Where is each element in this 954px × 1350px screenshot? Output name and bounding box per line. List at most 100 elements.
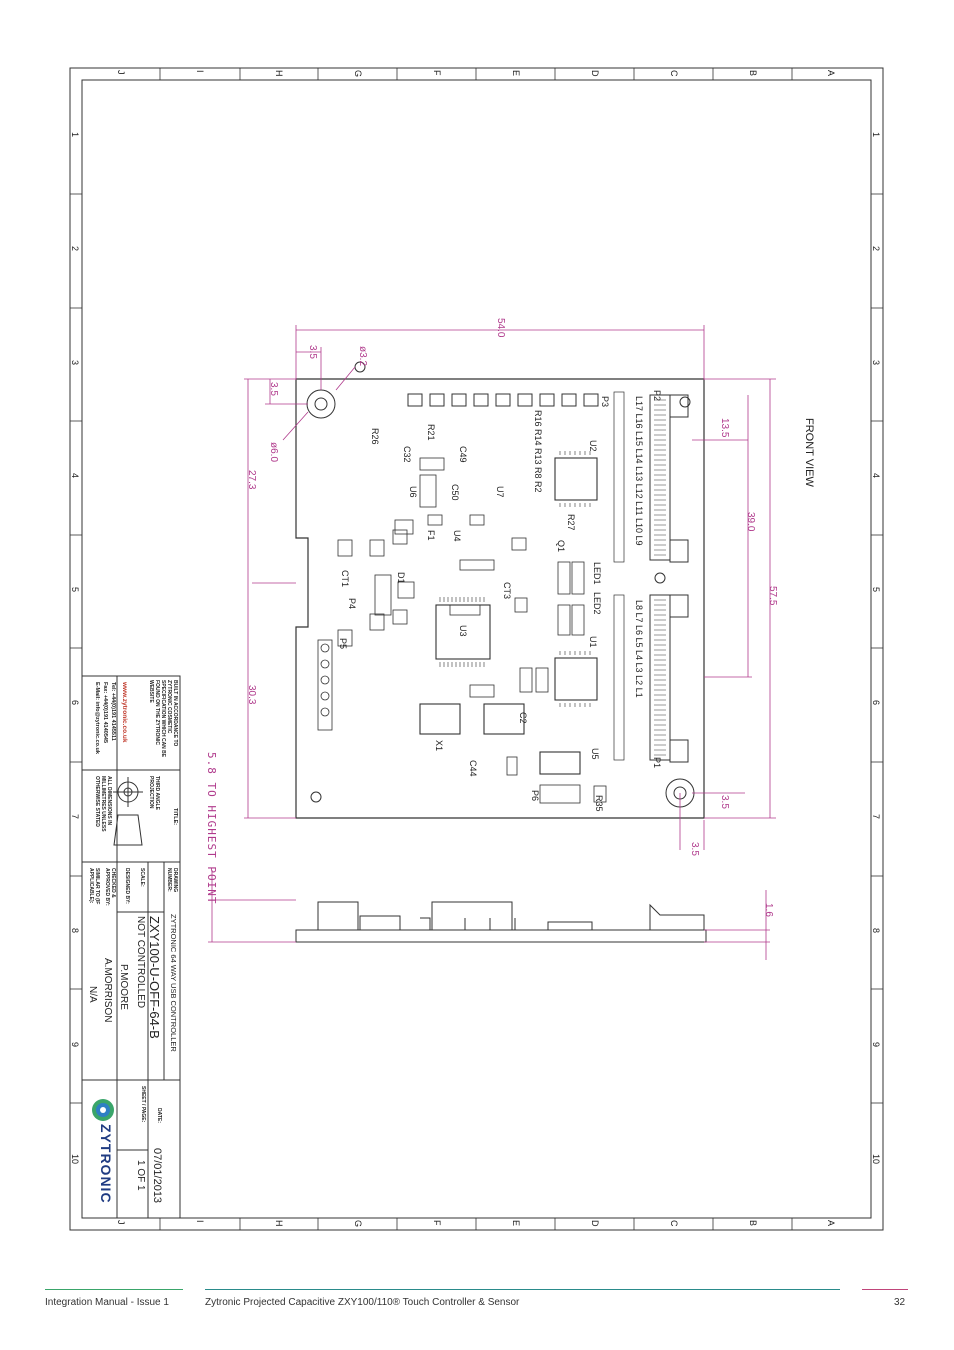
designed-value: P.MOORE <box>118 964 129 1010</box>
drawing-title: ZYTRONIC 64 WAY USB CONTROLLER <box>169 914 178 1052</box>
board-label: P1 <box>652 757 662 769</box>
dimension-value: ø3.2 <box>357 346 368 367</box>
zone-number: 1 <box>871 132 881 138</box>
zone-number: 9 <box>70 1042 80 1048</box>
title-label: TITLE: <box>172 808 178 826</box>
footer-page-number: 32 <box>894 1297 906 1308</box>
projection-label: THIRD ANGLE PROJECTION <box>148 776 160 810</box>
board-label: P4 <box>347 598 357 610</box>
company-logo-text: ZYTRONIC <box>98 1124 114 1204</box>
zone-letter: C <box>669 1220 679 1227</box>
board-label: LED1 <box>592 562 602 585</box>
zone-letter: E <box>511 70 521 77</box>
board-label: R35 <box>594 795 604 812</box>
dimension-value: 1.6 <box>763 903 774 917</box>
zone-number: 3 <box>871 360 881 366</box>
contact-email: E-Mail: info@zytronic.co.uk <box>94 682 100 754</box>
checked-value: A.MORRISON <box>102 958 113 1023</box>
zone-number: 6 <box>70 700 80 706</box>
connector-pins <box>654 399 666 756</box>
scale-label: SCALE: <box>139 868 145 887</box>
zone-letter: G <box>353 1220 363 1228</box>
board-label: Q1 <box>556 540 566 553</box>
dimension-value: 3.5 <box>689 842 700 856</box>
zone-ticks <box>70 68 883 1230</box>
zone-number: 10 <box>70 1154 80 1165</box>
board-label: L17 L16 L15 L14 L13 L12 L11 L10 L9 <box>634 396 644 546</box>
drawing-number-value: ZXY100-U-OFF-64-B <box>147 916 162 1039</box>
zone-letter: I <box>195 1220 205 1223</box>
checked-label: CHECKED & APPROVED BY: <box>104 868 116 906</box>
zone-letter: H <box>274 1220 284 1227</box>
website-link[interactable]: www.zytronic.co.uk <box>121 682 128 743</box>
zone-letter: F <box>432 1220 442 1226</box>
zone-number: 1 <box>70 132 80 138</box>
contact-fax: Fax: +44(0)191 4140545 <box>102 682 108 744</box>
board-label: P2 <box>652 390 662 402</box>
dimension-value: 39.0 <box>745 512 756 532</box>
zone-number: 7 <box>871 814 881 820</box>
board-label: R26 <box>370 428 380 445</box>
scale-value: NOT CONTROLLED <box>135 916 146 1009</box>
footer-rule-left <box>45 1289 183 1290</box>
board-label: U5 <box>590 748 600 760</box>
p3-pads <box>407 393 599 407</box>
zone-letter: D <box>590 1220 600 1227</box>
zone-letter: C <box>669 70 679 77</box>
board-label: C32 <box>402 446 412 463</box>
board-label: LED2 <box>592 592 602 615</box>
view-label: FRONT VIEW <box>803 418 815 487</box>
dimension-value: ø6.0 <box>268 442 279 463</box>
board-label: R21 <box>426 424 436 441</box>
zone-number: 10 <box>871 1154 881 1165</box>
dimension-value: 30.3 <box>246 685 257 705</box>
units-note: ALL DIMENSIONS IN MILLIMETRES UNLESS OTH… <box>94 776 112 832</box>
board-label: C2 <box>518 712 528 724</box>
dimension-value: 57.5 <box>767 586 778 606</box>
zone-number: 8 <box>70 928 80 934</box>
sheet-inner-frame <box>81 79 872 1219</box>
board-label: U2 <box>588 440 598 452</box>
small-components <box>317 457 607 804</box>
board-label: C49 <box>458 446 468 463</box>
zone-letter: D <box>590 70 600 77</box>
dimension-value: 13.5 <box>719 418 730 438</box>
dimension-value: 3.5 <box>719 795 730 809</box>
board-label: L8 L7 L6 L5 L4 L3 L2 L1 <box>634 600 644 698</box>
date-value: 07/01/2013 <box>151 1148 163 1204</box>
projection-symbol <box>113 777 143 846</box>
zone-number: 4 <box>871 473 881 479</box>
sheet-frame <box>69 67 884 1231</box>
board-label: D1 <box>396 572 406 584</box>
zone-number: 9 <box>871 1042 881 1048</box>
board-label: P6 <box>530 790 540 802</box>
board-label: R16 R14 R13 R8 R2 <box>533 410 543 493</box>
board-label: U1 <box>588 636 598 648</box>
zone-letter: A <box>826 70 836 77</box>
dimension-value: 3.5 <box>307 345 318 359</box>
zone-letter: J <box>116 1220 126 1225</box>
dimension-value: 54.0 <box>495 318 506 338</box>
title-block-frame <box>81 675 181 1219</box>
similar-label: SIMILAR TO (IF APPLICABLE): <box>88 868 100 905</box>
sheet-label: SHEET / PAGE: <box>140 1086 146 1123</box>
zone-letter: F <box>432 70 442 76</box>
zone-number: 2 <box>871 246 881 252</box>
inductor-strips <box>613 391 625 761</box>
zone-number: 2 <box>70 246 80 252</box>
drawing-number-label: DRAWING NUMBER: <box>166 868 178 893</box>
footer-product-title: Zytronic Projected Capacitive ZXY100/110… <box>205 1297 520 1308</box>
board-label: CT3 <box>502 582 512 600</box>
dimension-value: 27.3 <box>246 470 257 490</box>
zone-letter: B <box>748 70 758 77</box>
board-label: P3 <box>600 396 610 408</box>
zone-letter: G <box>353 70 363 78</box>
footer-doc-title: Integration Manual - Issue 1 <box>45 1297 169 1308</box>
side-note: 5.8 TO HIGHEST POINT <box>205 752 218 905</box>
zone-number: 3 <box>70 360 80 366</box>
pcb-outline <box>295 378 705 819</box>
board-label: P5 <box>338 638 348 650</box>
edge-connectors <box>649 394 689 763</box>
board-label: R27 <box>566 514 576 531</box>
